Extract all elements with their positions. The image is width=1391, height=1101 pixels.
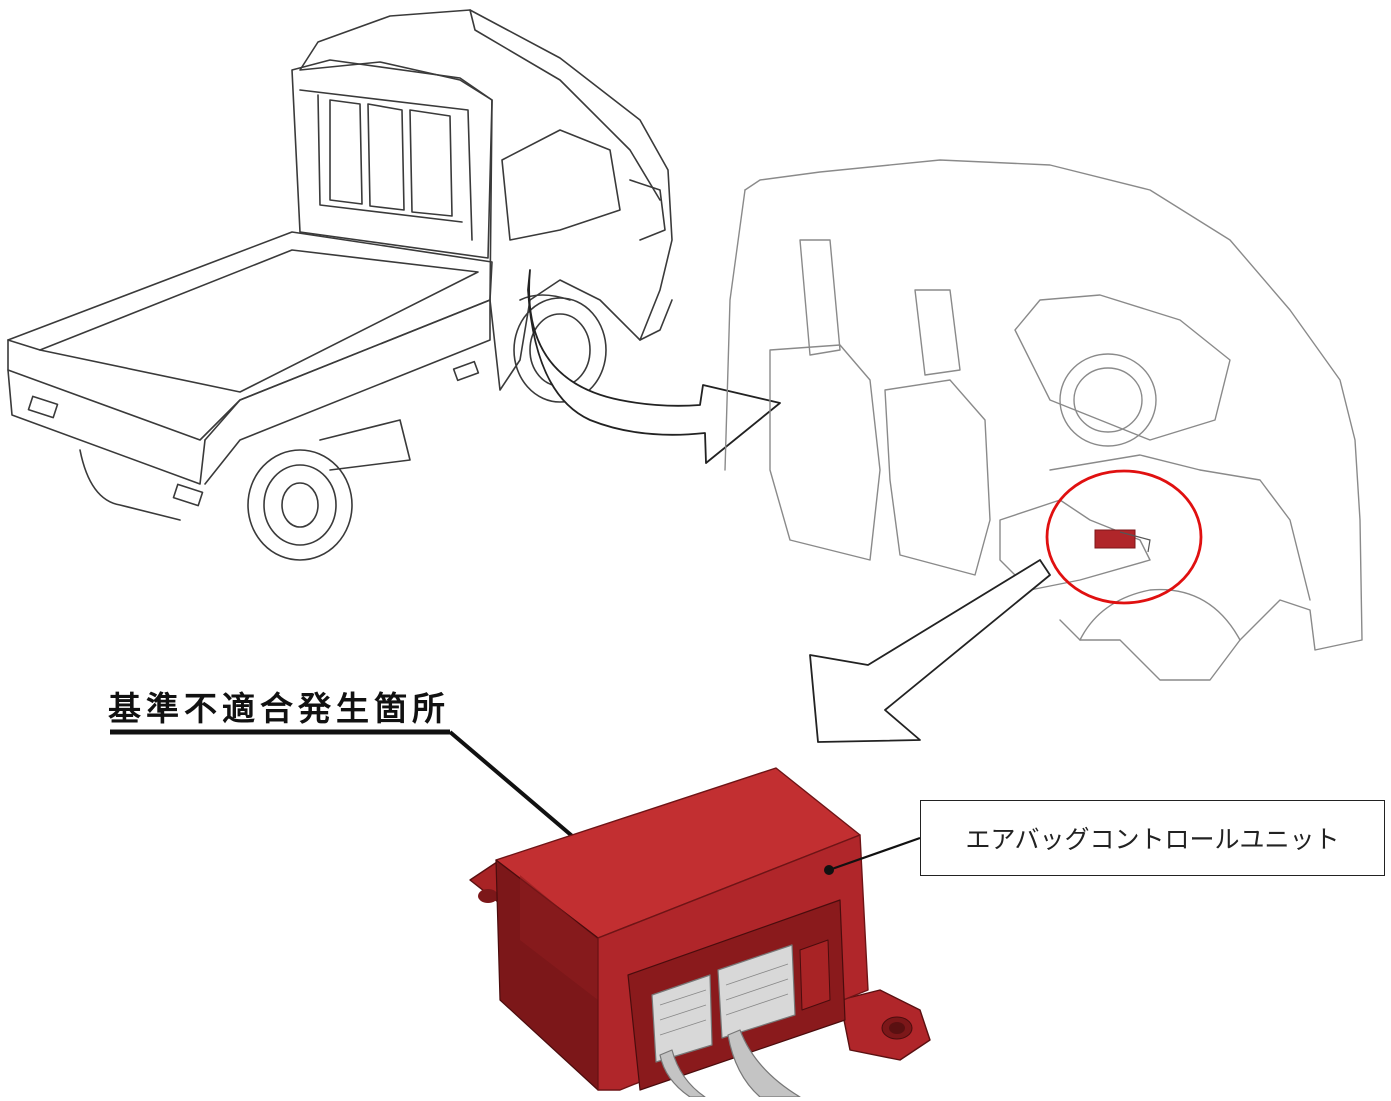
nonconformity-location-label: 基準不適合発生箇所 bbox=[108, 689, 450, 728]
kei-truck-illustration bbox=[7, 9, 673, 561]
cabin-interior-illustration bbox=[724, 159, 1363, 681]
arrow-to-unit bbox=[809, 559, 1051, 743]
component-name-text: エアバッグコントロールユニット bbox=[965, 825, 1340, 854]
highlight-circle bbox=[1045, 469, 1203, 605]
component-name-label: エアバッグコントロールユニット bbox=[920, 800, 1385, 876]
component-leader bbox=[824, 836, 921, 875]
cabin-unit-highlight-mini bbox=[1094, 529, 1151, 553]
nonconformity-leader bbox=[110, 729, 605, 866]
airbag-control-unit bbox=[469, 767, 931, 1098]
curved-arrow-to-cabin bbox=[527, 269, 781, 464]
